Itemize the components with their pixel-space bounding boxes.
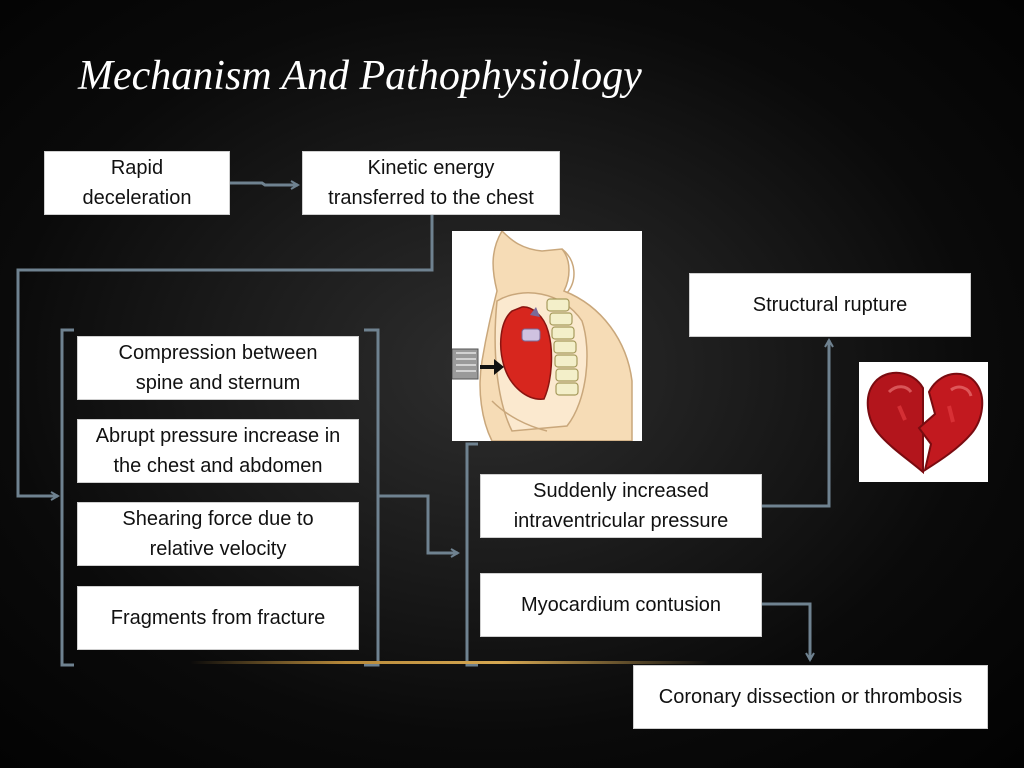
arrow-mechanisms-to-outcomes (378, 494, 458, 553)
box-text-line: Suddenly increased (533, 480, 709, 502)
box-text-line: the chest and abdomen (113, 455, 323, 477)
slide-title: Mechanism And Pathophysiology (78, 53, 642, 99)
chest-impact-illustration (452, 231, 642, 441)
mechanisms-right-bracket (364, 328, 380, 667)
mechanisms-left-bracket (60, 328, 74, 667)
box-text-line: Rapid (110, 157, 164, 179)
box-fragments: Fragments from fracture (77, 586, 359, 650)
box-rapid-deceleration: Rapid deceleration (44, 151, 230, 215)
broken-heart-icon (859, 362, 988, 482)
outcomes-bracket (465, 442, 478, 667)
box-text-line: Compression between (118, 342, 318, 364)
box-intraventricular-pressure: Suddenly increased intraventricular pres… (480, 474, 762, 538)
box-coronary-dissection: Coronary dissection or thrombosis (633, 665, 988, 729)
decorative-gold-line (190, 661, 710, 664)
box-structural-rupture: Structural rupture (689, 273, 971, 337)
box-text-line: relative velocity (149, 538, 287, 560)
box-text-line: Shearing force due to (122, 508, 314, 530)
box-abrupt-pressure: Abrupt pressure increase in the chest an… (77, 419, 359, 483)
box-shearing-force: Shearing force due to relative velocity (77, 502, 359, 566)
box-text-line: spine and sternum (135, 372, 301, 394)
box-text-line: transferred to the chest (328, 187, 534, 209)
box-text-line: deceleration (82, 187, 192, 209)
box-text-line: intraventricular pressure (513, 510, 729, 532)
box-myocardium-contusion: Myocardium contusion (480, 573, 762, 637)
box-text-line: Abrupt pressure increase in (95, 425, 341, 447)
arrow-pressure-to-rupture (762, 340, 829, 508)
box-compression: Compression between spine and sternum (77, 336, 359, 400)
arrow-kinetic-to-mechanisms (16, 215, 434, 496)
box-text-line: Kinetic energy (367, 157, 495, 179)
arrow-contusion-to-coronary (762, 602, 810, 660)
arrow-deceleration-to-kinetic (230, 183, 298, 185)
box-text-line: Structural rupture (752, 294, 908, 316)
box-text-line: Myocardium contusion (520, 594, 722, 616)
box-text-line: Fragments from fracture (110, 607, 326, 629)
box-kinetic-energy: Kinetic energy transferred to the chest (302, 151, 560, 215)
box-text-line: Coronary dissection or thrombosis (658, 686, 963, 708)
